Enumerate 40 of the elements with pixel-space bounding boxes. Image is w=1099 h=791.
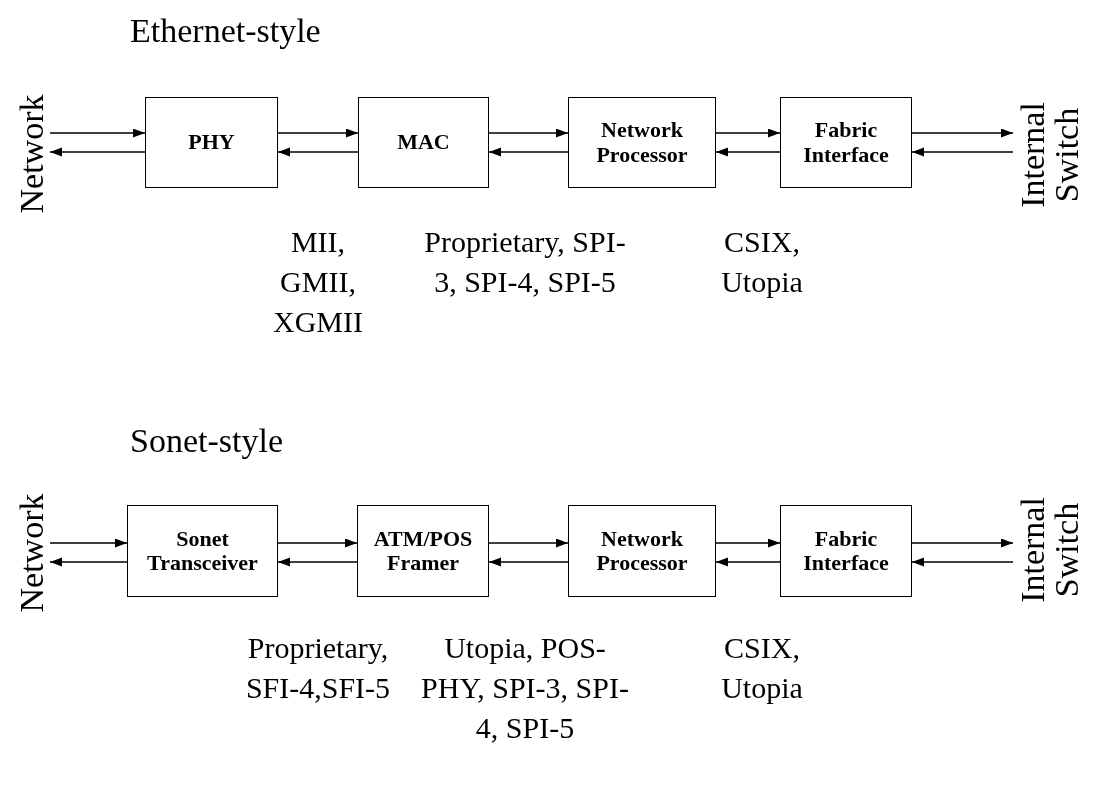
section-title: Ethernet-style: [130, 12, 321, 50]
process-box: Sonet Transceiver: [127, 505, 278, 597]
endpoint-label: Internal Switch: [1013, 477, 1087, 623]
endpoint-label: Internal Switch: [1013, 82, 1087, 228]
arrow: [715, 538, 781, 548]
arrow: [911, 128, 1014, 138]
arrow: [715, 557, 781, 567]
process-box: Fabric Interface: [780, 505, 912, 597]
arrow: [49, 147, 146, 157]
arrow: [49, 538, 128, 548]
arrow: [49, 128, 146, 138]
arrow: [277, 557, 358, 567]
arrow: [277, 147, 359, 157]
arrow: [715, 128, 781, 138]
endpoint-label: Network: [12, 480, 50, 625]
arrow: [488, 557, 569, 567]
arrow: [911, 147, 1014, 157]
endpoint-label: Network: [12, 85, 50, 222]
interface-label: MII, GMII, XGMII: [272, 224, 364, 340]
process-box: PHY: [145, 97, 278, 188]
process-box: Fabric Interface: [780, 97, 912, 188]
process-box: Network Processor: [568, 97, 716, 188]
arrow: [488, 128, 569, 138]
interface-label: Proprietary, SPI-3, SPI-4, SPI-5: [423, 224, 627, 300]
interface-label: Utopia, POS-PHY, SPI-3, SPI-4, SPI-5: [420, 630, 630, 746]
arrow: [277, 128, 359, 138]
arrow: [715, 147, 781, 157]
arrow: [488, 147, 569, 157]
arrow: [488, 538, 569, 548]
process-box: MAC: [358, 97, 489, 188]
interface-label: Proprietary, SFI-4,SFI-5: [244, 630, 392, 706]
interface-label: CSIX, Utopia: [720, 224, 804, 300]
arrow: [277, 538, 358, 548]
process-box: ATM/POS Framer: [357, 505, 489, 597]
arrow: [911, 538, 1014, 548]
arrow: [49, 557, 128, 567]
section-title: Sonet-style: [130, 422, 283, 460]
arrow: [911, 557, 1014, 567]
interface-label: CSIX, Utopia: [720, 630, 804, 706]
process-box: Network Processor: [568, 505, 716, 597]
